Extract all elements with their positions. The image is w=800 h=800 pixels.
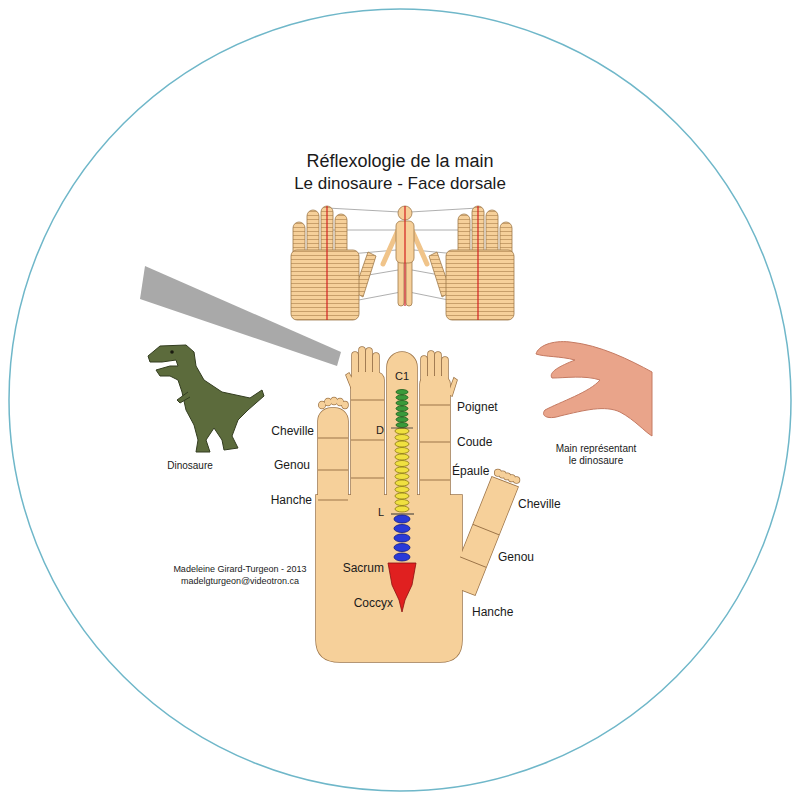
map-line <box>327 208 400 212</box>
body-part-label: Cheville <box>271 425 314 439</box>
vertebra <box>395 480 409 486</box>
vertebra <box>395 500 409 506</box>
vertebra <box>396 423 408 428</box>
palm <box>291 250 359 320</box>
joint-line <box>420 480 450 481</box>
lumbar-vertebrae <box>394 515 410 561</box>
vertebra <box>394 544 410 552</box>
map-line <box>410 208 478 212</box>
vertebra <box>396 401 408 406</box>
vertebra <box>394 534 410 542</box>
vertebra <box>395 448 409 454</box>
hand-photo <box>536 342 652 436</box>
vertebra <box>395 467 409 473</box>
body-part-label: Hanche <box>271 494 312 508</box>
joint-lines <box>318 400 499 567</box>
body-part-label: Coude <box>457 436 492 450</box>
main-hand-fill <box>316 347 520 662</box>
vertebra <box>395 506 409 512</box>
vertebra <box>396 412 408 417</box>
body-part-label: Coccyx <box>354 597 393 611</box>
vertebra <box>395 441 409 447</box>
dinosaur-eye <box>170 350 174 354</box>
dinosaur-arm <box>177 392 190 403</box>
red-line <box>326 206 327 320</box>
leg <box>406 258 412 306</box>
joint-line <box>318 470 348 471</box>
picture-caption: Dinosaure <box>167 460 213 472</box>
vertebra <box>394 525 410 533</box>
vertebra <box>394 553 410 561</box>
vertebra <box>395 474 409 480</box>
vertebra <box>396 390 408 395</box>
body-figure <box>383 206 427 306</box>
diagram-title: Réflexologie de la main <box>306 151 493 172</box>
main-hand-outline <box>316 347 520 662</box>
joint-line <box>351 440 384 441</box>
vertebra <box>394 515 410 523</box>
thoracic-vertebrae <box>395 428 409 512</box>
vertebra <box>395 487 409 493</box>
joint-line <box>420 405 450 406</box>
joint-line <box>351 478 384 479</box>
leg <box>398 258 404 306</box>
joint-line <box>460 557 486 567</box>
cervical-vertebrae <box>396 390 408 428</box>
spine <box>388 390 416 613</box>
vertebra <box>395 461 409 467</box>
credit-text: madelgturgeon@videotron.ca <box>181 576 299 586</box>
spine-label: C1 <box>395 370 409 383</box>
picture-caption: Main représentant le dinosaure <box>552 443 640 466</box>
vertebra <box>396 417 408 422</box>
joint-line <box>318 438 348 439</box>
main-hand <box>316 347 520 662</box>
subtitle: Le dinosaure - Face dorsale <box>294 174 506 194</box>
body-part-label: Genou <box>498 551 534 565</box>
body-part-label: Épaule <box>452 465 489 479</box>
body-part-label: Hanche <box>472 606 513 620</box>
body-part-label: Poignet <box>457 401 498 415</box>
vertebra <box>396 406 408 411</box>
joint-line <box>473 524 499 534</box>
vertebra <box>395 435 409 441</box>
spine-label: D <box>376 424 384 437</box>
vertebra <box>395 454 409 460</box>
level-mark <box>391 428 413 429</box>
joint-line <box>318 500 348 501</box>
frame-circle <box>9 9 791 791</box>
body-part-label: Cheville <box>518 498 561 512</box>
joint-line <box>351 400 384 401</box>
joint-line <box>420 442 450 443</box>
body-part-label: Genou <box>274 459 310 473</box>
vertebra <box>395 493 409 499</box>
vertebra <box>395 428 409 434</box>
spine-label: L <box>378 506 384 519</box>
dinosaur-body <box>148 345 264 452</box>
small-hand <box>429 206 514 320</box>
red-line <box>404 206 405 306</box>
dinosaur-figure <box>148 345 264 452</box>
credit-text: Madeleine Girard-Turgeon - 2013 <box>173 564 306 574</box>
body-part-label: Sacrum <box>343 562 384 576</box>
small-hand <box>291 206 376 320</box>
level-mark <box>391 514 414 515</box>
vertebra <box>396 395 408 400</box>
